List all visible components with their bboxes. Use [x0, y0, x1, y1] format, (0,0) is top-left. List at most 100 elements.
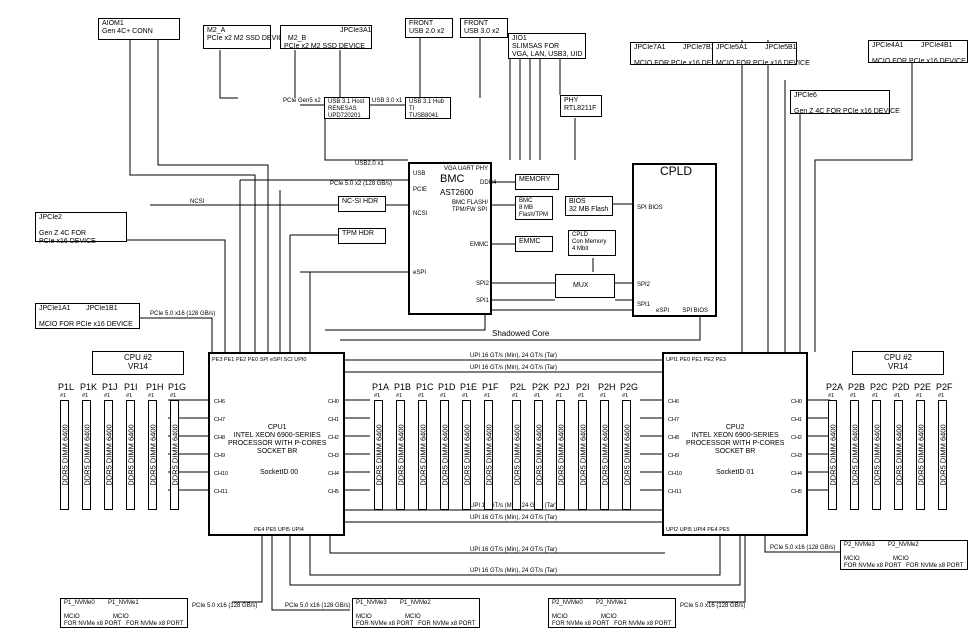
dimm-module-label: DDR5 DIMM 6400	[512, 424, 521, 486]
phy-box: PHY RTL8211F	[560, 95, 602, 117]
jpcie7-box: JPCIe7A1 JPCIe7B1 MCIO FOR PCIe x16 DEVI…	[630, 42, 728, 67]
channel-label: CH1	[790, 417, 802, 423]
dimm-tag: #1	[148, 393, 155, 399]
bmc-model: AST2600	[440, 188, 474, 197]
dimm-module: DDR5 DIMM 6400	[600, 400, 609, 510]
link-pcie50x16-jpcie1: PCIe 5.0 x16 (128 GB/s)	[150, 311, 216, 317]
channel-label: CH0	[327, 399, 339, 405]
bmc-title: BMC	[440, 173, 465, 185]
usb31-host-box: USB 3.1 Host RENESAS UPD720201	[324, 97, 370, 119]
dimm-module: DDR5 DIMM 6400	[374, 400, 383, 510]
cpu2-block: UPI1 PE0 PE1 PE2 PE3 UPI2 UPI5 UPI4 PE4 …	[662, 352, 808, 536]
dimm-tag: #1	[556, 393, 563, 399]
channel-label: CH8	[668, 435, 680, 441]
link-pcie50x16-p1nvme23: PCIe 5.0 x16 (128 GB/s)	[285, 603, 351, 609]
dimm-module: DDR5 DIMM 6400	[60, 400, 69, 510]
dimm-module: DDR5 DIMM 6400	[462, 400, 471, 510]
dimm-tag: #1	[82, 393, 89, 399]
jpcie1-box: JPCIe1A1 JPCIe1B1 MCIO FOR PCIe x16 DEVI…	[35, 303, 140, 329]
dimm-tag: #1	[126, 393, 133, 399]
cpu2-socket: SocketID 01	[716, 469, 755, 476]
front-usb2-box: FRONT USB 2.0 x2	[405, 18, 453, 38]
dimm-module-label: DDR5 DIMM 6400	[60, 424, 69, 486]
dimm-slot-label: P1E	[460, 382, 478, 392]
channel-label: CH0	[790, 399, 802, 405]
channel-label: CH11	[214, 489, 228, 495]
dimm-module-label: DDR5 DIMM 6400	[484, 424, 493, 486]
jpcie2-box: JPCIe2 Gen Z 4C FOR PCIe x16 DEVICE	[35, 212, 127, 245]
bios-box: BIOS 32 MB Flash	[565, 196, 613, 216]
cpu2-title: CPU2 INTEL XEON 6900-SERIES PROCESSOR WI…	[686, 424, 785, 455]
p1-nvme23-box: P1_NVMe3 P1_NVMe2 MCIO MCIO FOR NVMe x8 …	[352, 598, 480, 628]
upi-label-5: UPI 16 GT/s (Min), 24 GT/s (Tar)	[470, 547, 558, 553]
link-pcie50x16-p2nvme32: PCIe 5.0 x16 (128 GB/s)	[770, 545, 836, 551]
dimm-slot-label: P2K	[532, 382, 550, 392]
channel-label: CH7	[214, 417, 226, 423]
link-pcie-gen5x2: PCIe Gen5 x2	[283, 98, 321, 104]
bmc-emmc-pin: EMMC	[470, 242, 489, 248]
dimm-module-label: DDR5 DIMM 6400	[148, 424, 157, 486]
dimm-module: DDR5 DIMM 6400	[534, 400, 543, 510]
cpld-block: CPLD SPI BIOS SPI2 SPI1 eSPI SPI BIOS	[632, 163, 717, 317]
channel-label: CH8	[214, 435, 226, 441]
dimm-slot-label: P1L	[58, 382, 75, 392]
cpu2-vr-box: CPU #2 VR14	[852, 351, 944, 375]
dimm-tag: #1	[938, 393, 945, 399]
dimm-slot-label: P2J	[554, 382, 570, 392]
channel-label: CH10	[214, 471, 229, 477]
link-usb30x1: USB 3.0 x1	[372, 98, 403, 104]
memory-box: MEMORY	[515, 174, 559, 190]
dimm-tag: #1	[484, 393, 491, 399]
dimm-slot-label: P1D	[438, 382, 456, 392]
dimm-tag: #1	[872, 393, 879, 399]
dimm-tag: #1	[578, 393, 585, 399]
dimm-tag: #1	[600, 393, 607, 399]
bmc-block: VGA UART PHY USB PCIE NCSI BMC AST2600 D…	[408, 162, 496, 315]
dimm-slot-label: P1C	[416, 382, 434, 392]
dimm-tag: #1	[396, 393, 403, 399]
dimm-tag: #1	[850, 393, 857, 399]
cpu2-bottom-pins: UPI2 UPI5 UPI4 PE4 PE5	[666, 527, 730, 533]
dimm-slot-label: P1H	[146, 382, 164, 392]
emmc-box: EMMC	[515, 236, 553, 252]
jpcie3a1-label: JPCIe3A1	[340, 27, 372, 34]
dimm-module-label: DDR5 DIMM 6400	[418, 424, 427, 486]
bmc-left-pins: USB PCIE NCSI	[413, 171, 428, 217]
cpu2-top-pins: UPI1 PE0 PE1 PE2 PE3	[666, 357, 726, 363]
dimm-module-label: DDR5 DIMM 6400	[170, 424, 179, 486]
m2a-box: M2_A PCIe x2 M2 SSD DEVICE	[203, 25, 288, 49]
channel-label: CH5	[327, 489, 339, 495]
channel-label: CH11	[668, 489, 682, 495]
channel-label: CH9	[214, 453, 226, 459]
dimm-module: DDR5 DIMM 6400	[82, 400, 91, 510]
dimm-module: DDR5 DIMM 6400	[622, 400, 631, 510]
upi-label-4: UPI 16 GT/s (Min), 24 GT/s (Tar)	[470, 515, 558, 521]
jpcie4-box: JPCIe4A1 JPCIe4B1 MCIO FOR PCIe x16 DEVI…	[868, 40, 968, 65]
bmc-espi-pin: eSPI	[413, 270, 427, 276]
channel-label: CH4	[327, 471, 339, 477]
channel-label: CH4	[790, 471, 802, 477]
m2b-box: M2_B PCIe x2 M2 SSD DEVICE	[280, 25, 372, 50]
usb-hub-box: USB 3.1 Hub TI TUSB8041	[405, 97, 451, 119]
upi-label-1: UPI 16 GT/s (Min), 24 GT/s (Tar)	[470, 353, 558, 359]
dimm-slot-label: P2E	[914, 382, 932, 392]
p2-nvme32-box: P2_NVMe3 P2_NVMe2 MCIO MCIO FOR NVMe x8 …	[840, 540, 968, 570]
dimm-module-label: DDR5 DIMM 6400	[916, 424, 925, 486]
mux-label: MUX	[573, 282, 589, 289]
dimm-tag: #1	[916, 393, 923, 399]
cpu1-block: PE3 PE1 PE2 PE0 SPI eSPI SCI UPI0 PE4 PE…	[208, 352, 345, 536]
dimm-slot-label: P2L	[510, 382, 527, 392]
channel-label: CH3	[790, 453, 802, 459]
dimm-slot-label: P1A	[372, 382, 390, 392]
dimm-module-label: DDR5 DIMM 6400	[828, 424, 837, 486]
link-pcie50x16-p2nvme01: PCIe 5.0 x16 (128 GB/s)	[680, 603, 746, 609]
bmc-ddr-pin: DDR4	[480, 180, 497, 186]
dimm-tag: #1	[440, 393, 447, 399]
channel-label: CH6	[214, 399, 226, 405]
link-pcie50x2-128: PCIe 5.0 x2 (128 GB/s)	[330, 181, 393, 187]
p2-nvme01-box: P2_NVMe0 P2_NVMe1 MCIO MCIO FOR NVMe x8 …	[548, 598, 676, 628]
dimm-module: DDR5 DIMM 6400	[894, 400, 903, 510]
bmc-spi-pin: BMC FLASH/ TPM/FW SPI	[452, 200, 489, 213]
dimm-slot-label: P1J	[102, 382, 118, 392]
